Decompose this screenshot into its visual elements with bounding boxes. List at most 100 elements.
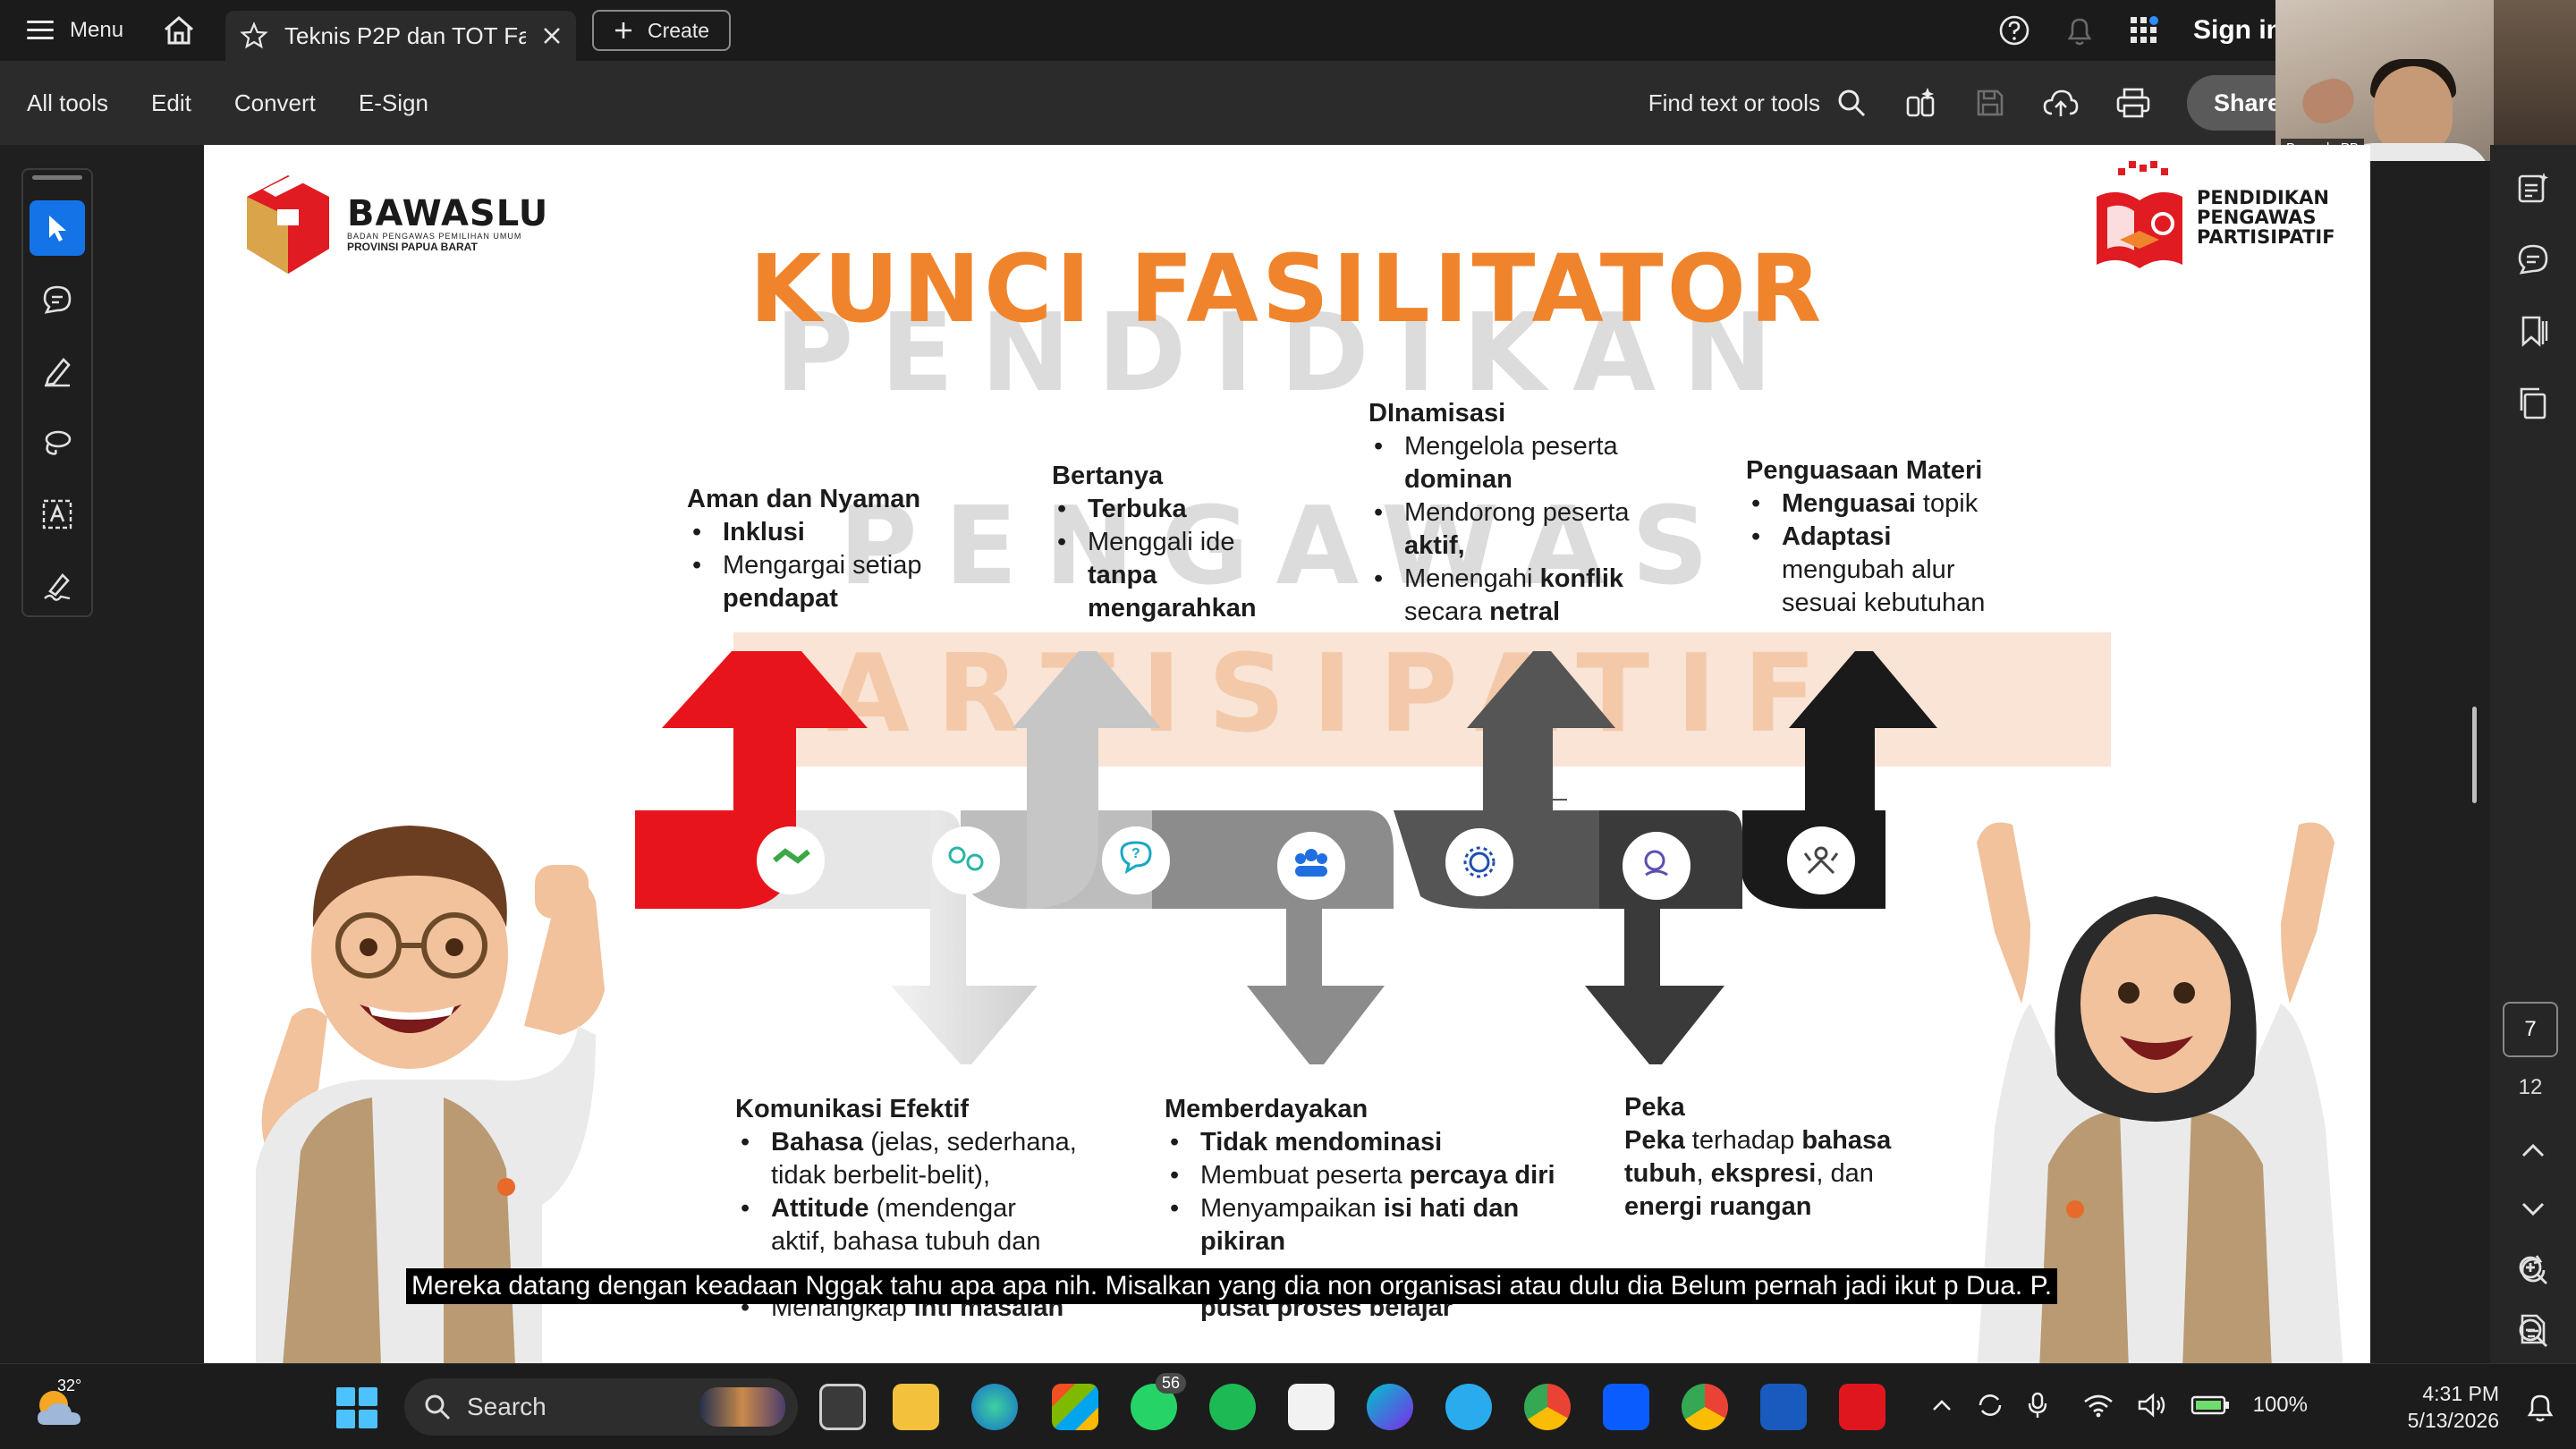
home-button[interactable]: [143, 0, 215, 61]
microsoft-store-icon[interactable]: [1052, 1384, 1098, 1430]
file-explorer-icon[interactable]: [893, 1384, 939, 1430]
create-label: Create: [648, 18, 710, 42]
chrome-icon[interactable]: [1524, 1384, 1571, 1430]
task-view-icon[interactable]: [819, 1384, 866, 1430]
bookmarks-panel-button[interactable]: [2512, 309, 2555, 352]
capcut-icon[interactable]: [1288, 1384, 1335, 1430]
pages-panel-button[interactable]: [2512, 381, 2555, 424]
comment-tool[interactable]: [30, 272, 85, 327]
windows-logo-icon: [336, 1387, 377, 1428]
save-icon[interactable]: [1974, 87, 2006, 119]
sync-icon[interactable]: [1976, 1391, 2004, 1419]
apps-grid-icon[interactable]: [2129, 15, 2159, 46]
total-pages: 12: [2518, 1075, 2543, 1099]
notification-center-icon[interactable]: [2524, 1391, 2556, 1423]
taskbar-clock[interactable]: 4:31 PM 5/13/2026: [2408, 1380, 2499, 1434]
print-icon[interactable]: [2115, 87, 2151, 119]
block-bertanya: Bertanya Terbuka Menggali idetanpamengar…: [1052, 460, 1257, 625]
taskbar-search-box[interactable]: Search: [404, 1378, 798, 1436]
live-caption: Mereka datang dengan keadaan Nggak tahu …: [406, 1268, 2058, 1304]
text-box-icon: [42, 499, 72, 530]
toolbar-esign[interactable]: E-Sign: [358, 89, 428, 116]
empathy-icon: [1623, 832, 1690, 900]
cursor-arrow-icon: [49, 216, 66, 242]
block-aman-head: Aman dan Nyaman: [687, 485, 921, 513]
bawaslu-subtitle: BADAN PENGAWAS PEMILIHAN UMUM: [347, 232, 522, 241]
menu-button[interactable]: Menu: [0, 0, 143, 61]
block-aman-dan-nyaman: Aman dan Nyaman Inklusi Mengargai setiap…: [687, 483, 921, 615]
highlight-tool[interactable]: [30, 343, 85, 399]
document-tab[interactable]: Teknis P2P dan TOT Fas...: [225, 11, 576, 61]
whatsapp-badge: 56: [1156, 1373, 1187, 1394]
chevron-up-icon[interactable]: [1931, 1398, 1953, 1412]
spotify-icon[interactable]: [1209, 1384, 1256, 1430]
right-side-panel: 7 12: [2490, 145, 2576, 1363]
slide-title: KUNCI FASILITATOR: [749, 234, 1826, 343]
canva-icon[interactable]: [1367, 1384, 1413, 1430]
pdf-page-slide[interactable]: PENDIDIKAN PENGAWAS PARTISIPATIF BAWASLU…: [204, 145, 2370, 1363]
komunikasi-bullet-1: Bahasa (jelas, sederhana,tidak berbelit-…: [735, 1126, 1077, 1192]
draw-tool[interactable]: [30, 415, 85, 470]
comment-icon: [43, 285, 72, 314]
zoom-out-button[interactable]: [2512, 1311, 2555, 1354]
star-icon[interactable]: [240, 21, 268, 50]
rail-grip[interactable]: [32, 175, 82, 180]
telegram-icon[interactable]: [1445, 1384, 1492, 1430]
zoom-in-button[interactable]: [2512, 1249, 2555, 1292]
previous-page-button[interactable]: [2512, 1129, 2555, 1172]
comments-panel-button[interactable]: [2512, 238, 2555, 281]
edge-browser-icon[interactable]: [971, 1384, 1018, 1430]
text-tool[interactable]: [30, 487, 85, 542]
down-arrow-darker: [1585, 810, 1724, 1064]
zoom-app-icon[interactable]: [1603, 1384, 1649, 1430]
memberdayakan-bullet-1: Tidak mendominasi: [1165, 1126, 1555, 1159]
search-highlight-image: [699, 1387, 785, 1427]
upload-cloud-icon[interactable]: [2042, 87, 2080, 119]
wifi-icon[interactable]: [2083, 1393, 2114, 1418]
webcam-head: [2374, 66, 2453, 156]
close-tab-icon[interactable]: [542, 26, 562, 46]
next-page-button[interactable]: [2512, 1188, 2555, 1231]
peka-line-2: tubuh, ekspresi, dan: [1624, 1159, 1874, 1188]
ai-summary-icon: [2518, 173, 2548, 203]
sign-in-button[interactable]: Sign in: [2193, 15, 2283, 45]
block-penguasaan-materi: Penguasaan Materi Menguasai topik Adapta…: [1746, 454, 1985, 620]
peka-line-3: energi ruangan: [1624, 1192, 1812, 1221]
toolbar-all-tools[interactable]: All tools: [27, 89, 109, 116]
webcam-side-strip: [2494, 0, 2576, 161]
create-button[interactable]: Create: [592, 10, 732, 51]
webcam-video[interactable]: Bawaslu PB: [2275, 0, 2494, 161]
penguasaan-bullet-1: Menguasai topik: [1746, 487, 1985, 521]
summary-tool[interactable]: [2512, 166, 2555, 209]
select-tool[interactable]: [30, 200, 85, 256]
ai-assistant-icon[interactable]: [1902, 85, 1938, 121]
sign-tool[interactable]: [30, 558, 85, 614]
find-text-or-tools[interactable]: Find text or tools: [1648, 88, 1867, 118]
start-button[interactable]: [335, 1385, 379, 1430]
help-icon[interactable]: [1998, 14, 2030, 47]
toolbar-convert[interactable]: Convert: [233, 89, 316, 116]
weather-widget[interactable]: 32°: [32, 1377, 86, 1432]
acrobat-icon[interactable]: [1839, 1384, 1885, 1430]
microphone-icon[interactable]: [2028, 1391, 2060, 1419]
question-bubble-icon: [1102, 826, 1170, 894]
current-page-input[interactable]: 7: [2503, 1002, 2558, 1057]
home-icon: [165, 16, 193, 45]
find-label: Find text or tools: [1648, 89, 1820, 116]
battery-icon[interactable]: [2190, 1394, 2230, 1417]
whatsapp-icon[interactable]: 56: [1131, 1373, 1187, 1430]
notification-bell-icon[interactable]: [2064, 14, 2095, 47]
p2p-logo-line-2: PENGAWAS: [2197, 207, 2317, 228]
webcam-hand: [2296, 72, 2360, 130]
block-peka: Peka Peka terhadap bahasa tubuh, ekspres…: [1624, 1091, 1891, 1224]
vertical-scrollbar-thumb[interactable]: [2472, 707, 2477, 803]
bawaslu-logo: BAWASLU BADAN PENGAWAS PEMILIHAN UMUM PR…: [242, 172, 548, 277]
word-icon[interactable]: [1760, 1384, 1807, 1430]
chrome-profile-icon[interactable]: [1682, 1384, 1728, 1430]
toolbar-edit[interactable]: Edit: [151, 89, 191, 116]
volume-icon[interactable]: [2137, 1392, 2167, 1419]
chevron-up-icon: [2521, 1143, 2545, 1157]
